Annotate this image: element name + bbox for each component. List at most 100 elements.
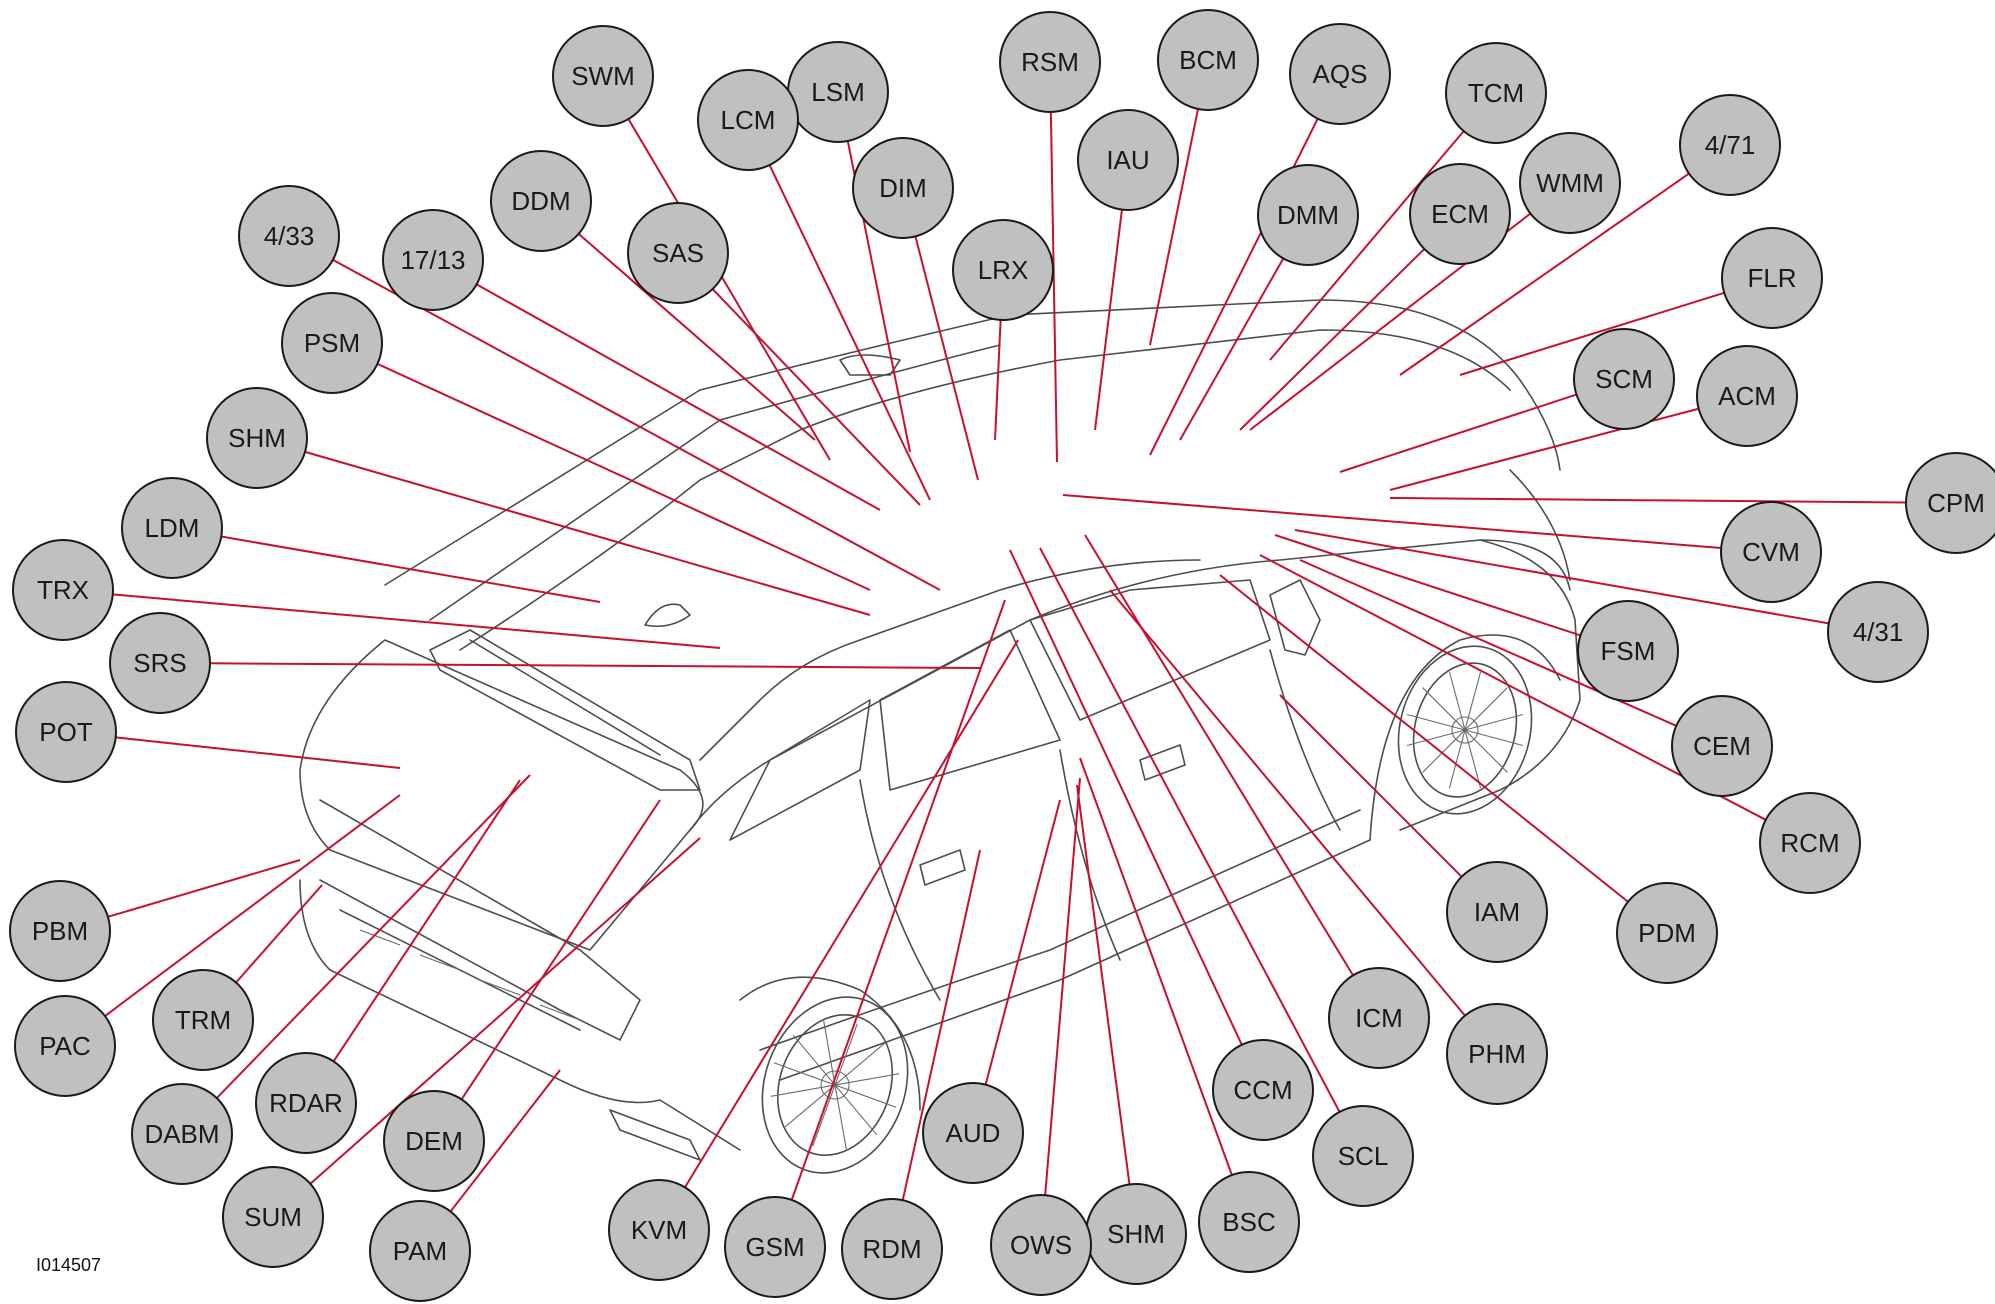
callout-bubble (1679, 94, 1781, 196)
callout-iau: IAU (1077, 109, 1179, 211)
callout-rdm: RDM (841, 1198, 943, 1300)
callout-label: RSM (1021, 47, 1079, 77)
callout-bubble (1446, 1003, 1548, 1105)
callout-label: SRS (133, 648, 186, 678)
callout-bubble (1616, 882, 1718, 984)
callout-dmm: DMM (1257, 164, 1359, 266)
callout-label: AQS (1313, 59, 1368, 89)
callout-label: LCM (721, 105, 776, 135)
leader-line-fsm (1274, 534, 1581, 637)
callout-cvm: CVM (1720, 501, 1822, 603)
callout-scl: SCL (1312, 1105, 1414, 1207)
callout-bubble (9, 880, 111, 982)
callout-label: FSM (1601, 636, 1656, 666)
leader-line-pot (115, 736, 401, 769)
figure-reference-id: I014507 (36, 1255, 102, 1275)
callout-psm: PSM (281, 292, 383, 394)
leader-line-4-31 (1294, 529, 1829, 625)
callout-sas: SAS (627, 202, 729, 304)
leader-line-pac (104, 794, 401, 1017)
leader-line-phm (1109, 589, 1466, 1017)
callout-bubble (1289, 23, 1391, 125)
leader-line-trx (112, 593, 721, 649)
callout-trx: TRX (12, 539, 114, 641)
leader-line-rsm (1049, 111, 1058, 463)
callout-dem: DEM (383, 1090, 485, 1192)
callout-rdar: RDAR (255, 1052, 357, 1154)
car-outline (299, 299, 1581, 1174)
callout-ldm: LDM (121, 477, 223, 579)
callout-bubble (1671, 695, 1773, 797)
callout-label: PHM (1468, 1039, 1526, 1069)
leader-line-tcm (1269, 130, 1465, 361)
callout-label: ICM (1355, 1003, 1403, 1033)
callout-aud: AUD (922, 1082, 1024, 1184)
callout-ccm: CCM (1212, 1039, 1314, 1141)
callout-scm: SCM (1573, 328, 1675, 430)
callout-label: 4/31 (1853, 617, 1904, 647)
callout-label: IAU (1106, 145, 1149, 175)
callout-bubble (131, 1083, 233, 1185)
callout-cem: CEM (1671, 695, 1773, 797)
callout-bubble (109, 612, 211, 714)
leader-line-aud (984, 799, 1061, 1085)
leader-line-lcm (768, 164, 931, 501)
leader-line-17-13 (476, 283, 881, 511)
callout-ows: OWS (990, 1194, 1092, 1296)
callout-swm: SWM (552, 25, 654, 127)
callout-fsm: FSM (1577, 600, 1679, 702)
callout-sum: SUM (222, 1166, 324, 1268)
leader-line-iam (1279, 694, 1463, 878)
callout-trm: TRM (152, 969, 254, 1071)
callout-flr: FLR (1721, 227, 1823, 329)
leader-lines (104, 108, 1907, 1213)
leader-line-flr (1459, 291, 1725, 376)
callout-pdm: PDM (1616, 882, 1718, 984)
callout-bubble (552, 25, 654, 127)
callout-label: LSM (811, 77, 864, 107)
leader-line-kvm (684, 639, 1019, 1188)
callout-label: SAS (652, 238, 704, 268)
callout-dabm: DABM (131, 1083, 233, 1185)
callout-label: SWM (571, 61, 635, 91)
leader-line-gsm (790, 599, 1006, 1201)
leader-line-icm (1084, 534, 1354, 976)
callout-label: DIM (879, 173, 927, 203)
callout-bubble (1312, 1105, 1414, 1207)
callout-label: SCL (1338, 1141, 1389, 1171)
leader-line-sum (309, 837, 701, 1185)
leader-line-cvm (1062, 494, 1722, 549)
callout-shm: SHM (1085, 1183, 1187, 1285)
callout-label: IAM (1474, 897, 1520, 927)
callout-bubble (852, 137, 954, 239)
callout-label: SHM (228, 423, 286, 453)
callout-bubble (990, 1194, 1092, 1296)
callout-label: SUM (244, 1202, 302, 1232)
callout-bubble (1519, 132, 1621, 234)
callout-bubble (206, 387, 308, 489)
leader-line-ows (1044, 777, 1081, 1196)
callout-bubble (1212, 1039, 1314, 1141)
callout-label: KVM (631, 1215, 687, 1245)
callout-label: POT (39, 717, 93, 747)
leader-line-dim (914, 236, 979, 481)
callout-bubble (1409, 163, 1511, 265)
callout-bubble (383, 1090, 485, 1192)
callout-cpm: CPM (1905, 452, 1995, 554)
callout-label: AUD (946, 1118, 1001, 1148)
callout-label: LDM (145, 513, 200, 543)
callout-lcm: LCM (697, 69, 799, 171)
callout-bubble (1257, 164, 1359, 266)
callout-lsm: LSM (787, 41, 889, 143)
leader-line-shm (304, 450, 871, 616)
callout-bubble (1573, 328, 1675, 430)
callout-ddm: DDM (490, 150, 592, 252)
callout-label: DABM (144, 1119, 219, 1149)
leader-line-srs (209, 662, 981, 669)
leader-line-scm (1339, 393, 1577, 473)
leader-line-pbm (107, 859, 301, 918)
callout-label: 4/33 (264, 221, 315, 251)
callout-label: CCM (1233, 1075, 1292, 1105)
